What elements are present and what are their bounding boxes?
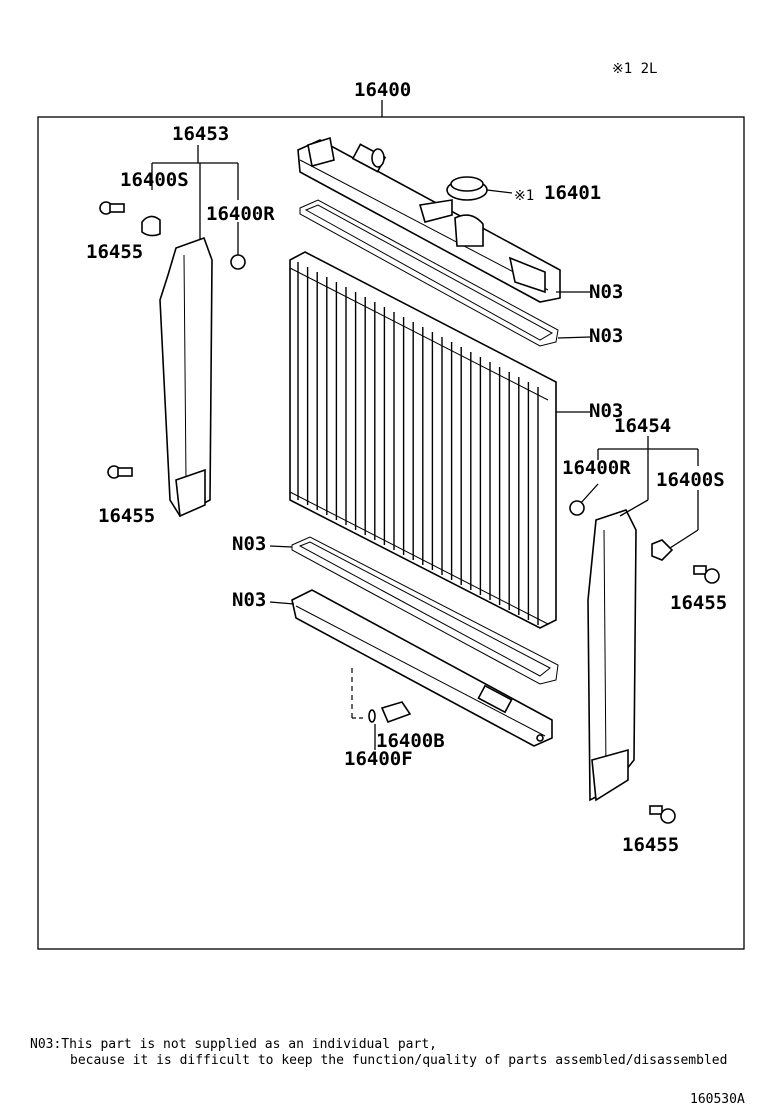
n03-lower-gasket-label: N03 — [232, 533, 266, 555]
radiator-cap — [446, 176, 513, 201]
cap-mark-label: ※1 — [514, 188, 534, 204]
n03-core-label: N03 — [589, 400, 623, 422]
lower-gasket — [291, 536, 559, 685]
assembly-label: 16400 — [354, 79, 411, 101]
bolt-right-top-label: 16455 — [670, 592, 727, 614]
drain-oring-label: 16400F — [344, 748, 413, 770]
lower-tank — [291, 589, 553, 747]
bolt-left-bottom-shape — [107, 465, 133, 479]
upper-gasket — [299, 199, 559, 347]
drain-plug-label: 16400B — [376, 730, 445, 752]
drain-plug — [368, 701, 412, 750]
cushion-s-right-label: 16400S — [656, 469, 725, 491]
cushion-s-right-shape — [651, 539, 674, 561]
bolt-right-top-shape — [693, 565, 720, 584]
cap-label: 16401 — [544, 182, 601, 204]
figure-id: 160530A — [690, 1092, 745, 1107]
bolt-left-top-label: 16455 — [86, 241, 143, 263]
left-bracket — [159, 236, 213, 518]
radiator-core — [289, 251, 557, 629]
cushion-s-left-shape — [141, 215, 161, 237]
bolt-right-bottom-label: 16455 — [622, 834, 679, 856]
cushion-r-right-label: 16400R — [562, 457, 631, 479]
footnote-line2: because it is difficult to keep the func… — [70, 1053, 727, 1068]
note-mark-label: ※1 2L — [612, 61, 657, 77]
footnote-line1: N03:This part is not supplied as an indi… — [30, 1037, 437, 1052]
bolt-left-top-shape — [99, 201, 125, 215]
right-bracket — [587, 509, 637, 802]
bracket-left-label: 16453 — [172, 123, 229, 145]
bolt-right-bottom-shape — [649, 805, 676, 824]
upper-tank — [297, 136, 561, 303]
n03-lower-tank-label: N03 — [232, 589, 266, 611]
n03-upper-tank-label: N03 — [589, 281, 623, 303]
cushion-r-left-shape — [230, 254, 246, 270]
cushion-s-left-label: 16400S — [120, 169, 189, 191]
n03-upper-gasket-label: N03 — [589, 325, 623, 347]
cushion-r-left-label: 16400R — [206, 203, 275, 225]
bracket-right-label: 16454 — [614, 415, 671, 437]
assembly-frame — [37, 116, 745, 950]
bolt-left-bottom-label: 16455 — [98, 505, 155, 527]
cushion-r-right-shape — [569, 500, 585, 516]
